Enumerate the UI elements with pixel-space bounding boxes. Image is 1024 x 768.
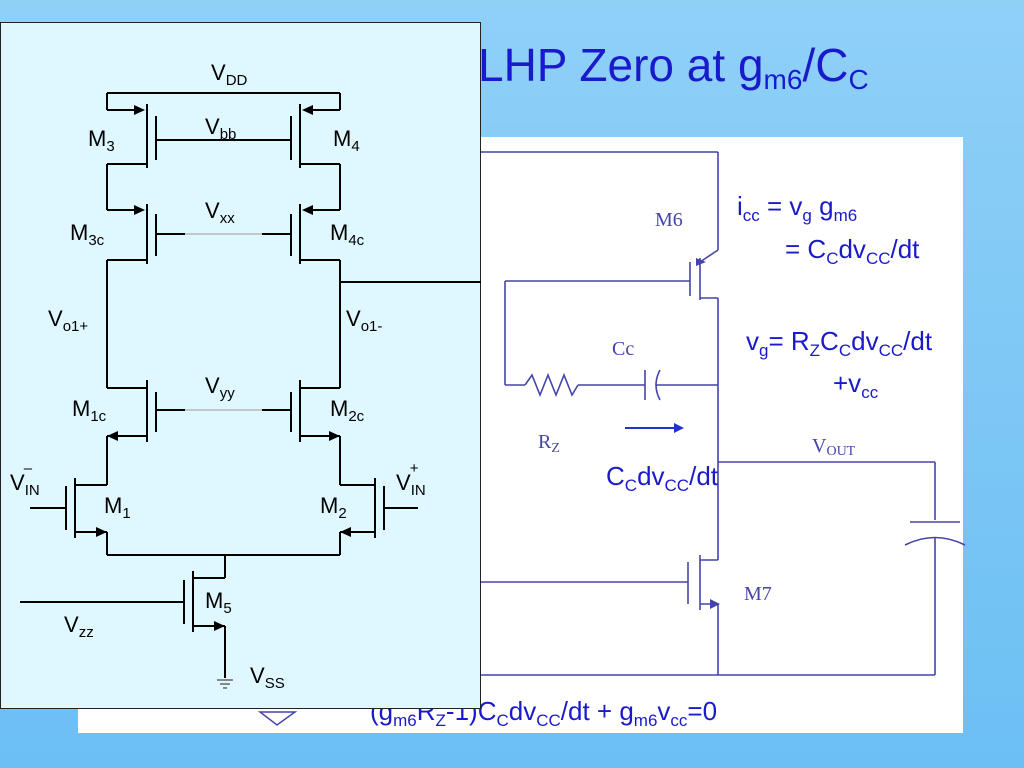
label-m1c: M1c [72, 396, 107, 425]
label-m1: M1 [104, 493, 131, 522]
m3-arrow-icon [134, 105, 145, 115]
label-vo1p: Vo1+ [48, 306, 88, 335]
m2c-arrow-icon [329, 431, 340, 441]
label-vxx: Vxx [205, 198, 235, 227]
label-vdd: VDD [211, 60, 248, 89]
eq-icc-line2: = CCdvCC/dt [785, 234, 920, 268]
label-m4c: M4c [330, 220, 365, 249]
m1c-arrow-icon [107, 431, 118, 441]
label-m3c: M3c [70, 220, 105, 249]
label-m2: M2 [320, 493, 347, 522]
label-m6: M6 [655, 209, 683, 231]
m4c-arrow-icon [302, 205, 313, 215]
label-vzz: Vzz [64, 612, 94, 641]
label-m2c: M2c [330, 396, 365, 425]
label-vo1m: Vo1- [346, 306, 382, 335]
current-arrow-icon [674, 423, 684, 433]
label-m3: M3 [88, 126, 115, 155]
label-vin-plus: VIN+ [396, 460, 426, 499]
title-text: LHP Zero at g [478, 39, 764, 91]
ground-triangle-icon [257, 711, 298, 726]
label-vbb: Vbb [205, 114, 236, 143]
m7-arrow-icon [710, 599, 720, 609]
label-vyy: Vyy [205, 373, 235, 402]
m3c-arrow-icon [134, 205, 145, 215]
m5-arrow-icon [214, 621, 225, 631]
label-m7: M7 [744, 583, 772, 605]
m2-arrow-icon [340, 527, 351, 537]
cl-plate-bottom [904, 536, 966, 546]
left-schematic-panel [0, 22, 481, 709]
eq-icc-line1: icc = vg gm6 [737, 191, 857, 225]
eq-vg-line2: +vcc [833, 368, 879, 402]
title-text-cc: /C [802, 39, 849, 91]
title-sub-gm6: m6 [763, 64, 803, 95]
eq-ccdv: CCdvCC/dt [606, 461, 719, 495]
label-rz: RZ [538, 431, 560, 456]
resistor-rz-icon [524, 372, 579, 398]
m6-arrow-icon [696, 258, 706, 266]
m1-arrow-icon [96, 527, 107, 537]
eq-vg-line1: vg= RZCCdvCC/dt [746, 326, 933, 360]
label-vin-minus: VIN– [10, 460, 40, 499]
label-vss: VSS [250, 663, 285, 692]
label-m5: M5 [205, 588, 232, 617]
m4-arrow-icon [302, 105, 313, 115]
slide-title: LHP Zero at gm6/CC [478, 38, 869, 96]
label-m4: M4 [333, 126, 360, 155]
m6-source-stub [699, 249, 719, 263]
label-vout: VOUT [812, 435, 856, 459]
label-cc: Cc [612, 338, 634, 360]
title-sub-c: C [848, 64, 869, 95]
